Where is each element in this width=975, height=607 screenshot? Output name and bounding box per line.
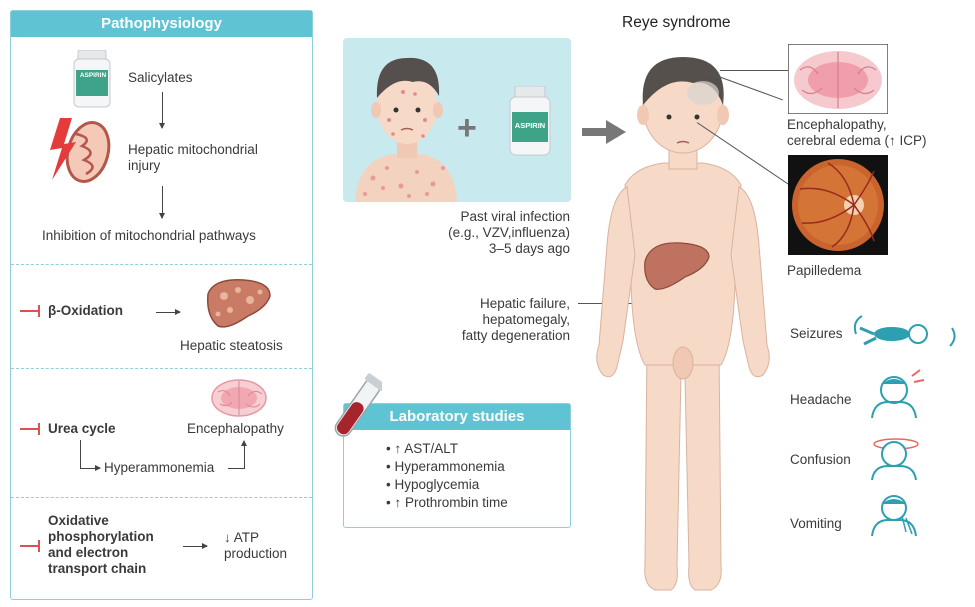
symptom-vomiting: Vomiting — [790, 516, 842, 531]
oxphos-line2: phosphorylation — [48, 529, 154, 544]
arrow-right — [80, 465, 101, 471]
atp-line1: ↓ ATP — [224, 530, 260, 545]
mitochondria-lightning-icon — [50, 118, 111, 183]
hepatic-steatosis-label: Hepatic steatosis — [180, 338, 283, 353]
seizure-icon — [853, 315, 956, 347]
lab-item: Hyperammonemia — [386, 458, 508, 476]
brain-icon — [211, 379, 267, 417]
encephalopathy-label: Encephalopathy — [187, 421, 284, 436]
child-body-illustration — [596, 57, 770, 591]
fatty-liver-icon — [206, 279, 271, 328]
arrow-right — [156, 309, 181, 315]
trigger-illustration — [343, 38, 571, 202]
hepatic-injury-line2: injury — [128, 158, 161, 173]
papilledema-label: Papilledema — [787, 263, 862, 278]
confusion-icon — [871, 438, 919, 480]
arrow-right — [183, 543, 208, 549]
pathophysiology-panel — [10, 10, 313, 600]
connector-line — [244, 446, 245, 469]
salicylates-label: Salicylates — [128, 70, 193, 85]
trigger-caption-line1: Past viral infection — [460, 209, 570, 224]
divider — [11, 264, 312, 265]
symptom-confusion: Confusion — [790, 452, 851, 467]
aspirin-large-label: ASPIRIN — [514, 121, 546, 130]
oxphos-line1: Oxidative — [48, 513, 109, 528]
divider — [11, 497, 312, 498]
brain-caption-line2: cerebral edema (↑ ICP) — [787, 133, 927, 148]
symptom-seizures: Seizures — [790, 326, 843, 341]
atp-line2: production — [224, 546, 288, 561]
arrow-down — [159, 92, 165, 129]
vomiting-icon — [871, 495, 917, 537]
liver-caption-line1: Hepatic failure, — [479, 296, 570, 311]
hyperammonemia-label: Hyperammonemia — [104, 460, 215, 475]
laboratory-studies-box — [343, 403, 571, 528]
divider — [11, 368, 312, 369]
symptom-headache: Headache — [790, 392, 852, 407]
inhibit-icon — [20, 305, 40, 317]
plus-sign: + — [457, 109, 477, 147]
connector-line — [228, 468, 244, 469]
trigger-caption-line3: 3–5 days ago — [488, 241, 570, 256]
brain-edema-image — [788, 44, 888, 114]
lab-item: ↑ AST/ALT — [386, 440, 508, 458]
headache-icon — [871, 369, 925, 418]
brain-caption-line1: Encephalopathy, — [787, 117, 887, 132]
aspirin-small-label: ASPIRIN — [79, 72, 107, 79]
arrow-head-up — [240, 440, 247, 446]
lab-item: Hypoglycemia — [386, 476, 508, 494]
inhibit-icon — [20, 423, 40, 435]
hepatic-injury-line1: Hepatic mitochondrial — [128, 142, 258, 157]
urea-cycle-label: Urea cycle — [48, 421, 116, 436]
laboratory-studies-header: Laboratory studies — [344, 404, 570, 430]
lab-item: ↑ Prothrombin time — [386, 494, 507, 512]
aspirin-bottle-icon — [509, 86, 551, 156]
arrow-right-icon — [582, 120, 626, 144]
arrow-down — [159, 186, 165, 219]
aspirin-bottle-icon — [73, 50, 111, 108]
reye-title: Reye syndrome — [622, 14, 731, 31]
oxphos-line3: and electron — [48, 545, 129, 560]
papilledema-image — [788, 155, 888, 255]
liver-caption-line2: hepatomegaly, — [482, 312, 570, 327]
pathophysiology-header: Pathophysiology — [11, 11, 312, 37]
inhibition-label: Inhibition of mitochondrial pathways — [42, 228, 256, 243]
oxphos-line4: transport chain — [48, 561, 147, 576]
test-tube-icon — [334, 373, 382, 437]
liver-caption-line3: fatty degeneration — [461, 328, 570, 343]
laboratory-studies-list: ↑ AST/ALT Hyperammonemia Hypoglycemia ↑ … — [386, 440, 508, 512]
connector-line — [80, 440, 81, 468]
inhibit-icon — [20, 540, 40, 552]
leader-line — [720, 70, 788, 71]
trigger-caption-line2: (e.g., VZV,influenza) — [448, 225, 570, 240]
beta-oxidation-label: β-Oxidation — [48, 303, 123, 318]
